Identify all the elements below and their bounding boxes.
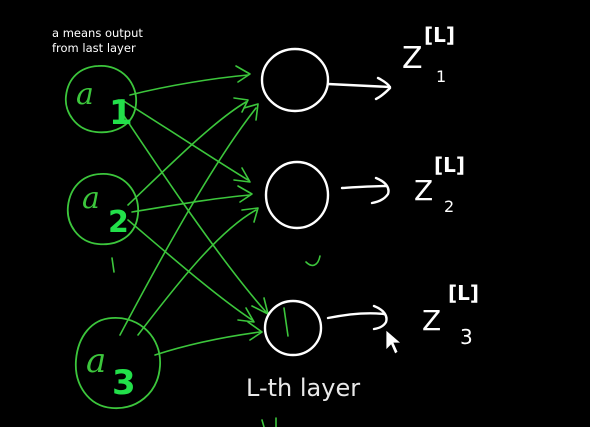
edge-a3-n2 — [137, 209, 257, 336]
edge-a2-n2-arrow — [237, 185, 253, 203]
stray-mark-n2 — [305, 255, 321, 267]
output-arrow-3-head — [372, 304, 388, 331]
edge-a1-n1 — [129, 74, 249, 96]
edge-a1-n2-arrow — [233, 167, 251, 183]
edge-a3-n1 — [119, 107, 257, 336]
edge-a2-n3 — [127, 219, 253, 321]
edge-a1-n3 — [119, 109, 267, 313]
output-arrow-2 — [340, 184, 388, 190]
input-label-1-letter: a — [76, 77, 94, 112]
output-arrows — [326, 76, 392, 331]
output-neurons — [260, 47, 330, 357]
input-neuron-3 — [75, 317, 161, 409]
edge-a2-n3-arrow — [237, 307, 255, 323]
edge-a3-n3-arrow — [247, 321, 263, 341]
edge-a3-n2-arrow — [241, 207, 259, 223]
output-label-3-letter: Z — [422, 304, 441, 337]
output-neuron-2 — [264, 160, 330, 230]
input-label-3-letter: a — [86, 341, 106, 381]
input-label-2-sub: 2 — [108, 205, 129, 240]
input-neurons — [64, 65, 161, 409]
input-neuron-2 — [66, 173, 139, 246]
output-labels: Z [L] 1 Z [L] 2 Z [L] 3 — [402, 23, 479, 349]
output-label-2-letter: Z — [414, 174, 433, 207]
output-label-2-sub: 2 — [444, 197, 454, 216]
input-neuron-1 — [64, 65, 137, 134]
output-label-2-sup: [L] — [434, 153, 465, 177]
output-label-1-letter: Z — [402, 41, 423, 76]
output-arrow-1-head — [374, 76, 392, 101]
edge-a3-n1-arrow — [243, 103, 259, 121]
annotation-line-1: a means output — [52, 26, 143, 40]
input-labels: a 1 a 2 a 3 — [76, 77, 136, 403]
edge-a3-n3 — [154, 331, 261, 356]
output-neuron-3 — [263, 299, 323, 357]
output-label-1-sub: 1 — [436, 67, 446, 86]
annotation-line-2: from last layer — [52, 41, 136, 55]
connections — [111, 65, 321, 427]
output-arrow-2-head — [370, 176, 390, 205]
input-label-2-letter: a — [82, 181, 100, 216]
edge-a1-n1-arrow — [235, 65, 251, 83]
output-arrow-3 — [326, 312, 386, 320]
stray-mark-a2 — [111, 257, 115, 273]
output-arrow-1 — [326, 82, 392, 89]
mouse-cursor-icon — [385, 329, 403, 355]
edge-a1-n2 — [121, 99, 249, 181]
output-label-3-sub: 3 — [460, 325, 473, 349]
stray-mark-n3 — [283, 307, 289, 337]
edge-a2-n1 — [127, 101, 247, 206]
layer-caption: L-th layer — [246, 374, 361, 402]
output-neuron-1 — [260, 47, 330, 113]
output-label-1-sup: [L] — [424, 23, 455, 47]
edge-a2-n2 — [131, 194, 251, 213]
input-label-1-sub: 1 — [109, 93, 133, 133]
stray-mark-bottom — [261, 417, 277, 427]
output-label-3-sup: [L] — [448, 281, 479, 305]
input-label-3-sub: 3 — [112, 363, 136, 403]
